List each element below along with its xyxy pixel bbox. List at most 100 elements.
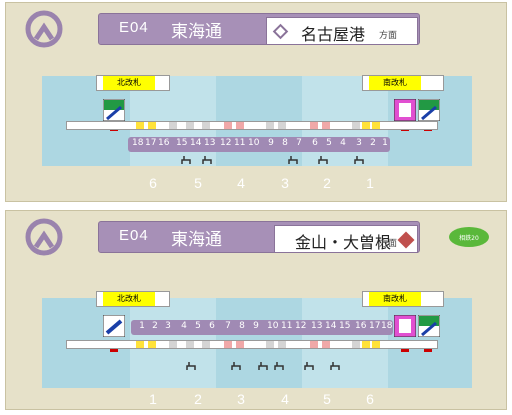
stop-marker [266, 122, 274, 129]
stop-marker [186, 122, 194, 129]
stop-marker [186, 341, 194, 348]
car-number: 3 [281, 175, 289, 191]
gate-north-label: 北改札 [103, 76, 155, 90]
door-number: 1 [382, 138, 388, 148]
direction-marker-icon [272, 23, 289, 40]
stop-marker [202, 341, 210, 348]
bench-icon [318, 156, 328, 164]
car-number: 1 [366, 175, 374, 191]
bench-icon [202, 156, 212, 164]
door-number: 8 [239, 321, 245, 331]
direction-sign: 金山・大曽根 方面 [274, 225, 418, 253]
door-number-bar: 1 2 3 4 5 6 7 8 9 10 11 12 13 14 15 16 1… [131, 320, 393, 335]
station-name: 東海通 [171, 230, 222, 250]
door-number: 6 [312, 138, 318, 148]
car-number: 4 [237, 175, 245, 191]
stop-marker [362, 341, 370, 348]
car-number: 4 [281, 391, 289, 407]
gate-south-label: 南改札 [369, 76, 421, 90]
stop-marker [278, 341, 286, 348]
door-number: 16 [158, 138, 170, 148]
platform-edge [66, 121, 438, 130]
station-code: E04 [119, 227, 149, 244]
gate-north-label: 北改札 [103, 292, 155, 306]
car-number: 5 [323, 391, 331, 407]
car-number: 3 [237, 391, 245, 407]
stop-marker [310, 341, 318, 348]
door-number: 10 [248, 138, 260, 148]
stop-marker [310, 122, 318, 129]
door-number: 5 [326, 138, 332, 148]
elevator-icon [394, 315, 416, 337]
elevator-icon [394, 99, 416, 121]
door-number: 12 [220, 138, 232, 148]
door-number: 15 [176, 138, 188, 148]
door-number-bar: 18 17 16 15 14 13 12 11 10 9 8 7 6 5 4 3… [128, 137, 390, 152]
escalator-icon [418, 99, 440, 121]
bench-icon [354, 156, 364, 164]
car-number: 5 [194, 175, 202, 191]
direction-sign: 名古屋港 方面 [266, 17, 418, 45]
car-number: 1 [149, 391, 157, 407]
door-number: 2 [152, 321, 158, 331]
platform-edge [66, 340, 438, 349]
bench-icon [304, 362, 314, 370]
direction-suffix: 方面 [379, 31, 398, 41]
door-number: 4 [181, 321, 187, 331]
door-number: 3 [356, 138, 362, 148]
stop-marker [372, 341, 380, 348]
subway-logo-icon [25, 10, 63, 48]
door-number: 11 [281, 321, 293, 331]
bench-icon [231, 362, 241, 370]
door-number: 10 [267, 321, 279, 331]
elevator-icon [103, 99, 125, 121]
door-number: 3 [165, 321, 171, 331]
door-number: 14 [325, 321, 337, 331]
door-number: 7 [225, 321, 231, 331]
door-number: 17 [369, 321, 381, 331]
door-number: 13 [204, 138, 216, 148]
door-number: 9 [268, 138, 274, 148]
escalator-icon [103, 315, 125, 337]
stop-marker [169, 341, 177, 348]
station-name: 東海通 [171, 22, 222, 42]
door-number: 5 [195, 321, 201, 331]
gate-south: 南改札 [362, 291, 444, 307]
platform-panel-top: E04 東海通 名古屋港 方面 北改札 南改札 [5, 2, 507, 202]
door-number: 1 [139, 321, 145, 331]
bench-icon [186, 362, 196, 370]
door-number: 15 [339, 321, 351, 331]
stop-marker [278, 122, 286, 129]
gate-north: 北改札 [96, 291, 170, 307]
door-number: 9 [253, 321, 259, 331]
direction-destination: 名古屋港 [301, 25, 366, 44]
door-number: 7 [296, 138, 302, 148]
stop-marker [352, 341, 360, 348]
car-number: 2 [323, 175, 331, 191]
bench-icon [288, 156, 298, 164]
door-number: 13 [311, 321, 323, 331]
stop-marker [224, 341, 232, 348]
door-number: 16 [355, 321, 367, 331]
stop-marker [266, 341, 274, 348]
car-number: 6 [366, 391, 374, 407]
door-number: 6 [209, 321, 215, 331]
stop-marker [148, 122, 156, 129]
station-code: E04 [119, 19, 149, 36]
badge-icon: 相鉄20 [449, 227, 489, 247]
escalator-icon [418, 315, 440, 337]
gate-south: 南改札 [362, 75, 444, 91]
door-number: 18 [132, 138, 144, 148]
stop-marker [169, 122, 177, 129]
bench-icon [274, 362, 284, 370]
stop-marker [352, 122, 360, 129]
direction-suffix: 方面 [379, 239, 398, 249]
stop-marker [322, 341, 330, 348]
bench-icon [181, 156, 191, 164]
stop-marker [136, 341, 144, 348]
door-number: 8 [282, 138, 288, 148]
subway-logo-icon [25, 218, 63, 256]
door-number: 12 [295, 321, 307, 331]
gate-north: 北改札 [96, 75, 170, 91]
stop-marker [224, 122, 232, 129]
